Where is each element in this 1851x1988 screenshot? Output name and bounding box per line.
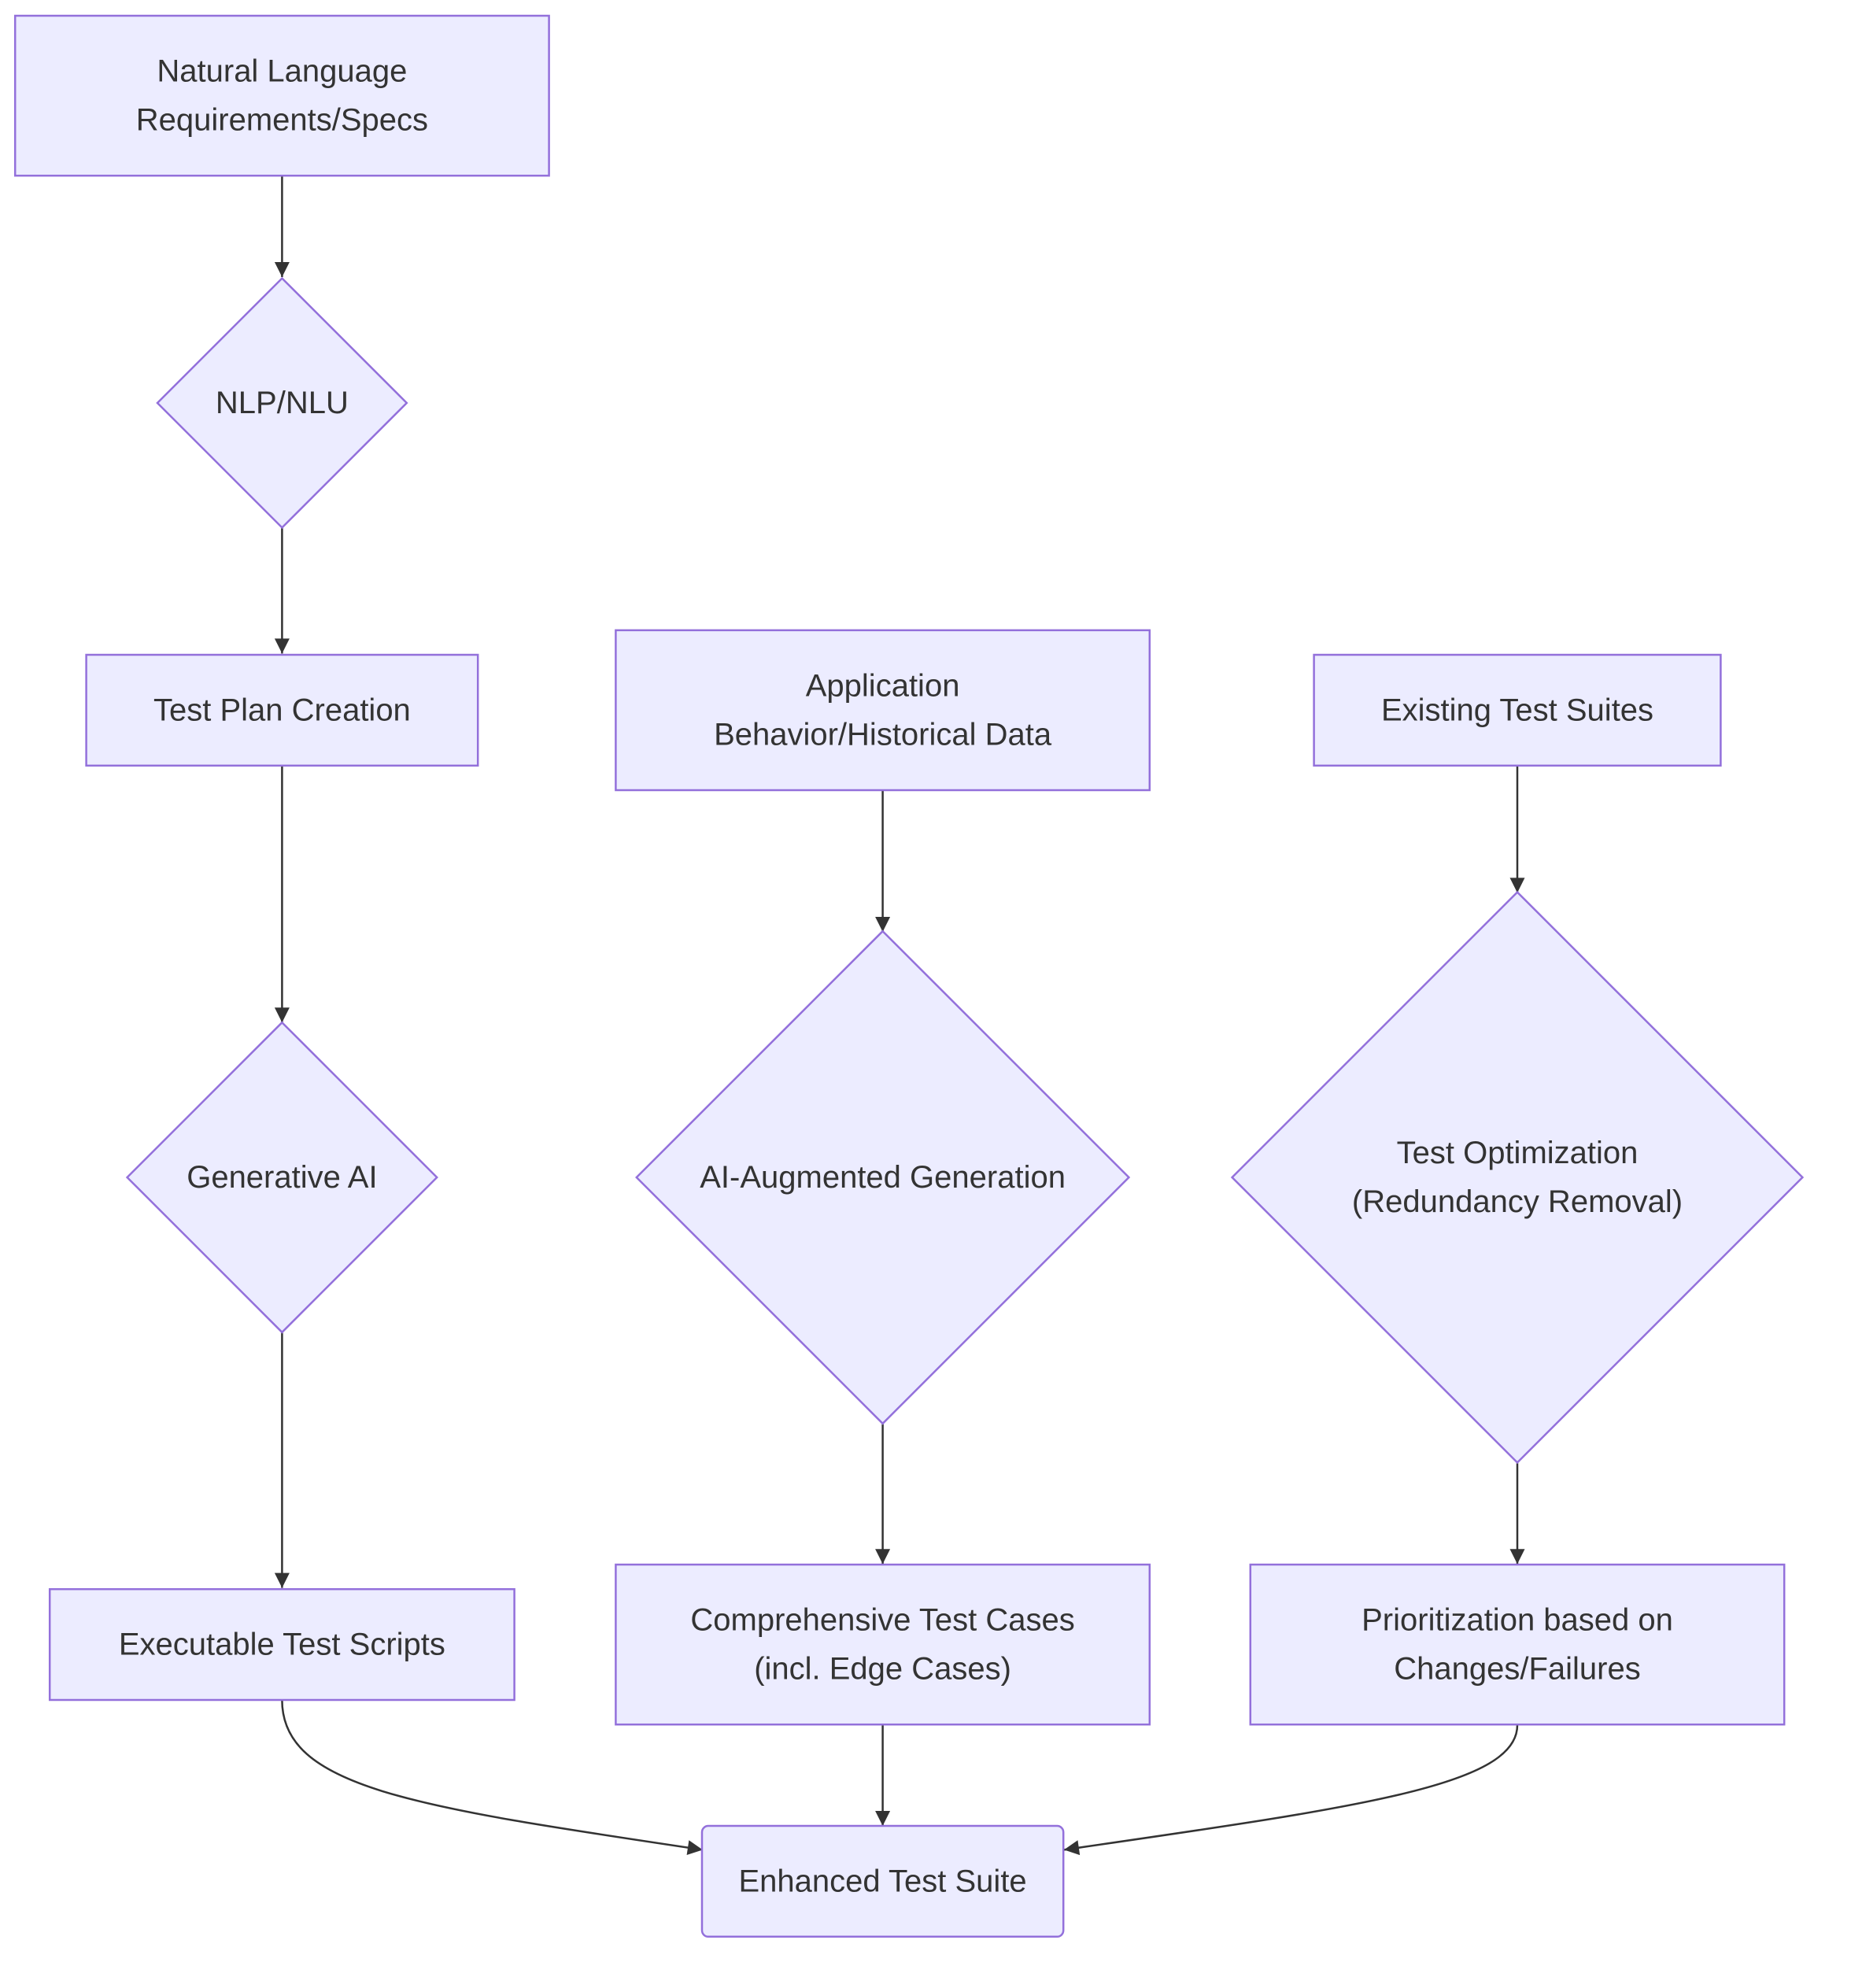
arrowhead-5 xyxy=(875,1549,891,1565)
arrowhead-1 xyxy=(274,638,290,654)
node-test-cases[interactable]: Comprehensive Test Cases (incl. Edge Case… xyxy=(615,1563,1151,1726)
node-label: (incl. Edge Cases) xyxy=(754,1652,1011,1687)
node-label: Prioritization based on xyxy=(1361,1603,1673,1638)
node-prioritization[interactable]: Prioritization based on Changes/Failures xyxy=(1249,1563,1786,1726)
rect-shape xyxy=(1249,1563,1786,1726)
edge-scripts-to-enhanced_suite xyxy=(281,1699,703,1851)
arrowhead-9 xyxy=(875,1811,891,1826)
diamond-shape xyxy=(1230,890,1805,1465)
node-optimization[interactable]: Test Optimization (Redundancy Removal) xyxy=(1230,890,1805,1465)
arrowhead-2 xyxy=(274,1007,290,1023)
diamond-shape xyxy=(635,929,1131,1425)
node-label: Test Optimization xyxy=(1397,1136,1639,1170)
edges-layer xyxy=(274,176,1525,1856)
rect-shape xyxy=(615,1563,1151,1726)
node-label: (Redundancy Removal) xyxy=(1352,1184,1683,1219)
node-label: Behavior/Historical Data xyxy=(714,717,1052,752)
node-label: Enhanced Test Suite xyxy=(738,1864,1026,1898)
node-label: Generative AI xyxy=(187,1160,377,1195)
rect-shape xyxy=(13,14,550,177)
nodes-layer: Natural LanguageRequirements/SpecsNLP/NL… xyxy=(13,14,1805,1938)
rounded-rect-shape xyxy=(700,1824,1065,1938)
diamond-shape xyxy=(156,276,408,530)
arrowhead-7 xyxy=(1509,1549,1525,1565)
rect-shape xyxy=(615,629,1151,792)
node-test-plan[interactable]: Test Plan Creation xyxy=(85,653,479,767)
node-label: Test Plan Creation xyxy=(153,693,411,727)
node-enhanced-suite[interactable]: Enhanced Test Suite xyxy=(700,1824,1065,1938)
node-label: Natural Language xyxy=(157,54,407,89)
node-label: Application xyxy=(806,668,960,703)
node-label: Changes/Failures xyxy=(1394,1652,1641,1687)
arrowhead-0 xyxy=(274,262,290,277)
arrowhead-3 xyxy=(274,1572,290,1588)
rect-shape xyxy=(85,653,479,767)
node-scripts[interactable]: Executable Test Scripts xyxy=(48,1587,515,1702)
node-label: Comprehensive Test Cases xyxy=(690,1603,1074,1638)
node-ai-augmented[interactable]: AI-Augmented Generation xyxy=(635,929,1131,1425)
node-nlp[interactable]: NLP/NLU xyxy=(156,276,408,530)
rect-shape xyxy=(48,1587,515,1702)
edge-prioritization-to-enhanced_suite xyxy=(1063,1724,1519,1851)
diamond-shape xyxy=(125,1021,438,1334)
arrowhead-8 xyxy=(686,1840,703,1855)
node-label: NLP/NLU xyxy=(216,386,349,420)
node-existing-suites[interactable]: Existing Test Suites xyxy=(1313,653,1722,767)
node-label: Existing Test Suites xyxy=(1381,693,1653,727)
rect-shape xyxy=(1313,653,1722,767)
arrowhead-6 xyxy=(1509,878,1525,893)
arrowhead-4 xyxy=(875,917,891,932)
node-label: AI-Augmented Generation xyxy=(700,1160,1066,1195)
node-label: Executable Test Scripts xyxy=(119,1628,445,1662)
node-label: Requirements/Specs xyxy=(136,103,428,138)
arrowhead-10 xyxy=(1064,1840,1081,1856)
node-generative-ai[interactable]: Generative AI xyxy=(125,1021,438,1334)
